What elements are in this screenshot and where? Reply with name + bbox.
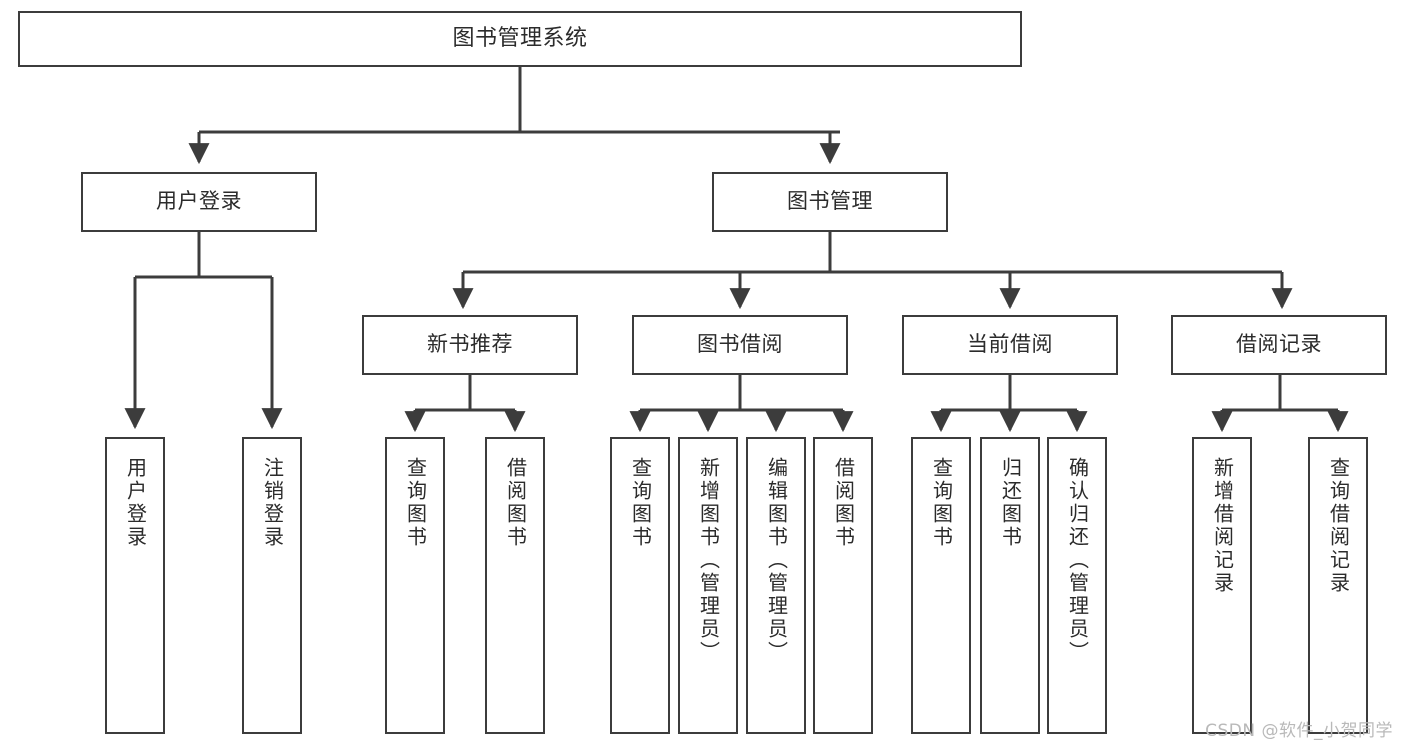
node-leaf-query-book-1[interactable]: 查询图书	[385, 437, 445, 734]
node-leaf-borrow-book-2-label: 借阅图书	[831, 457, 856, 549]
node-leaf-query-book-2-label: 查询图书	[628, 457, 653, 549]
node-leaf-query-book-2[interactable]: 查询图书	[610, 437, 670, 734]
node-root-system[interactable]: 图书管理系统	[18, 11, 1022, 67]
node-book-management[interactable]: 图书管理	[712, 172, 948, 232]
node-new-book-recommend-label: 新书推荐	[427, 332, 513, 357]
node-leaf-borrow-book-2[interactable]: 借阅图书	[813, 437, 873, 734]
node-leaf-user-login-label: 用户登录	[123, 457, 148, 549]
node-borrow-record[interactable]: 借阅记录	[1171, 315, 1387, 375]
node-leaf-confirm-return-label: 确认归还（管理员）	[1065, 457, 1090, 664]
node-leaf-logout-login[interactable]: 注销登录	[242, 437, 302, 734]
node-leaf-add-record[interactable]: 新增借阅记录	[1192, 437, 1252, 734]
node-borrow-record-label: 借阅记录	[1236, 332, 1322, 357]
node-leaf-return-book[interactable]: 归还图书	[980, 437, 1040, 734]
node-leaf-edit-book-label: 编辑图书（管理员）	[764, 457, 789, 664]
node-new-book-recommend[interactable]: 新书推荐	[362, 315, 578, 375]
node-user-login[interactable]: 用户登录	[81, 172, 317, 232]
node-user-login-label: 用户登录	[156, 189, 242, 214]
node-current-borrow-label: 当前借阅	[967, 332, 1053, 357]
node-leaf-query-record-label: 查询借阅记录	[1326, 457, 1351, 595]
node-leaf-edit-book[interactable]: 编辑图书（管理员）	[746, 437, 806, 734]
node-leaf-confirm-return[interactable]: 确认归还（管理员）	[1047, 437, 1107, 734]
node-book-management-label: 图书管理	[787, 189, 873, 214]
node-leaf-logout-login-label: 注销登录	[260, 457, 285, 549]
node-leaf-query-book-3-label: 查询图书	[929, 457, 954, 549]
node-current-borrow[interactable]: 当前借阅	[902, 315, 1118, 375]
node-leaf-add-book-label: 新增图书（管理员）	[696, 457, 721, 664]
node-leaf-query-book-1-label: 查询图书	[403, 457, 428, 549]
node-leaf-add-record-label: 新增借阅记录	[1210, 457, 1235, 595]
node-leaf-query-book-3[interactable]: 查询图书	[911, 437, 971, 734]
node-leaf-user-login[interactable]: 用户登录	[105, 437, 165, 734]
node-root-label: 图书管理系统	[452, 25, 588, 51]
node-leaf-borrow-book-1[interactable]: 借阅图书	[485, 437, 545, 734]
node-book-borrow[interactable]: 图书借阅	[632, 315, 848, 375]
node-leaf-add-book[interactable]: 新增图书（管理员）	[678, 437, 738, 734]
node-leaf-return-book-label: 归还图书	[998, 457, 1023, 549]
node-leaf-borrow-book-1-label: 借阅图书	[503, 457, 528, 549]
node-book-borrow-label: 图书借阅	[697, 332, 783, 357]
node-leaf-query-record[interactable]: 查询借阅记录	[1308, 437, 1368, 734]
